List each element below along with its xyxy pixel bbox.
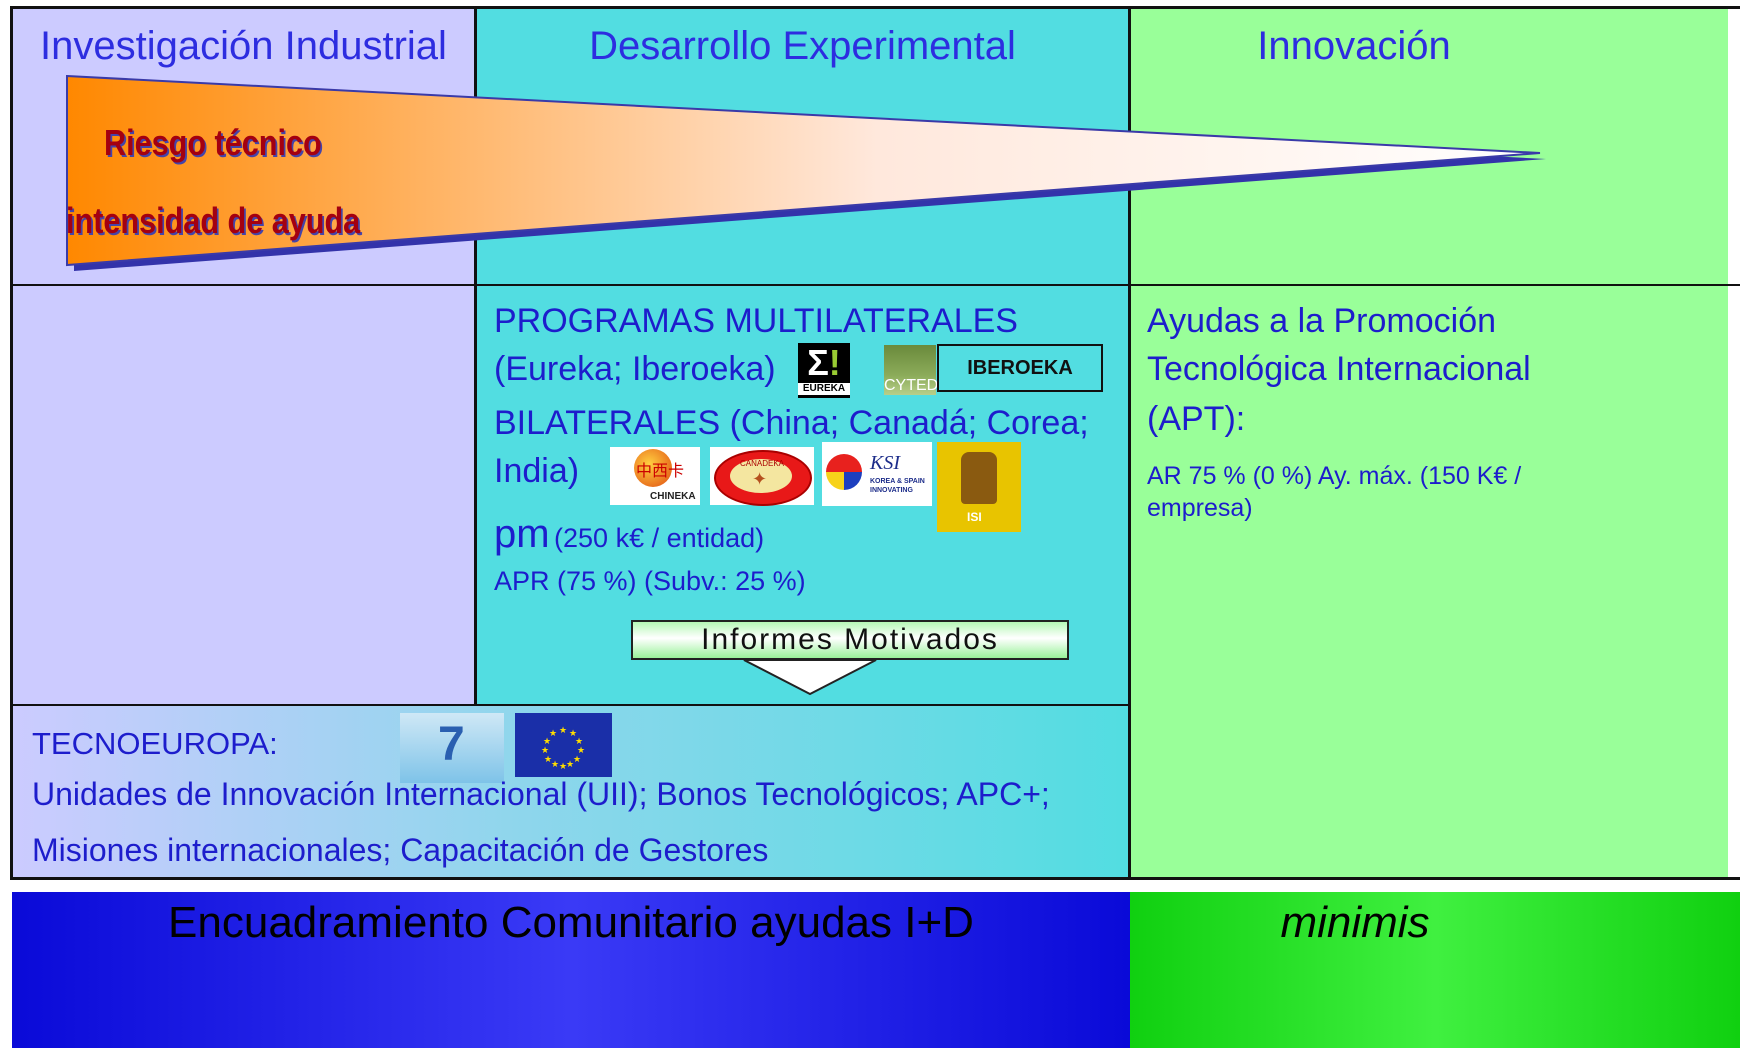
svg-text:★: ★ — [551, 760, 559, 770]
svg-text:★: ★ — [573, 755, 581, 765]
fp7-logo: 7 — [400, 713, 504, 783]
bilateral-line1: BILATERALES (China; Canadá; Corea; — [494, 404, 1089, 442]
iberoeka-logo-text: IBEROEKA — [967, 356, 1073, 379]
banner-encuadramiento: Encuadramiento Comunitario ayudas I+D — [12, 892, 1130, 1048]
header-experimental: Desarrollo Experimental — [589, 24, 1016, 68]
header-innovation: Innovación — [1257, 24, 1451, 68]
fp7-logo-text: 7 — [438, 718, 465, 771]
header-industrial: Investigación Industrial — [40, 24, 447, 68]
ksi-logo-text: KSI — [870, 452, 900, 474]
canadeka-logo-text: CANADEKA — [740, 459, 785, 468]
bilateral-line2: India) — [494, 452, 580, 490]
divider-v1 — [474, 6, 477, 706]
svg-text:★: ★ — [575, 737, 583, 747]
banner-encuadramiento-label: Encuadramiento Comunitario ayudas I+D — [168, 898, 974, 947]
apt-line1: Ayudas a la Promoción — [1147, 302, 1497, 340]
tecnoeuropa-line1: Unidades de Innovación Internacional (UI… — [32, 776, 1050, 812]
pm-label: pm — [494, 512, 550, 556]
iberoeka-logo: IBEROEKA — [937, 344, 1103, 392]
pm-detail: pm (250 k€ / entidad) — [494, 512, 764, 557]
emblem-icon — [961, 452, 997, 504]
risk-label: Riesgo técnico — [104, 122, 322, 163]
apr-text: APR (75 %) (Subv.: 25 %) — [494, 566, 806, 596]
apt-detail: AR 75 % (0 %) Ay. máx. (150 K€ / empresa… — [1147, 462, 1522, 522]
banner-minimis-label: minimis — [1280, 898, 1430, 947]
ksi-logo: KSI KOREA & SPAIN INNOVATING — [822, 442, 932, 506]
svg-text:★: ★ — [544, 755, 552, 765]
ksi-logo-sub1: KOREA & SPAIN — [870, 478, 925, 485]
apt-line2: Tecnológica Internacional — [1147, 350, 1531, 388]
apt-line3: (APT): — [1147, 400, 1246, 438]
svg-text:★: ★ — [543, 737, 551, 747]
multilateral-title: PROGRAMAS MULTILATERALES — [494, 302, 1018, 340]
ksi-logo-sub2: INNOVATING — [870, 487, 913, 494]
divider-v2 — [1128, 6, 1131, 880]
tecnoeuropa-line2: Misiones internacionales; Capacitación d… — [32, 832, 769, 868]
svg-text:★: ★ — [566, 760, 574, 770]
risk-triangle — [66, 74, 1546, 271]
tecnoeuropa-title: TECNOEUROPA: — [32, 726, 278, 761]
svg-text:★: ★ — [577, 746, 585, 756]
aid-intensity-label: intensidad de ayuda — [66, 200, 361, 241]
cyted-logo-text: CYTED — [884, 377, 939, 394]
banner-minimis: minimis — [1130, 892, 1740, 1048]
chineka-logo-cn: 中西卡 — [636, 463, 685, 480]
eureka-logo: Σ! EUREKA — [798, 343, 850, 398]
canadeka-logo: CANADEKA ✦ — [710, 447, 814, 506]
down-arrow-icon — [743, 659, 877, 696]
eu-flag-logo: ★★★ ★★★ ★★★ ★★★ — [515, 713, 612, 777]
svg-text:★: ★ — [549, 729, 557, 739]
divider-h2 — [10, 704, 1130, 706]
chineka-logo: 中西卡 CHINEKA — [610, 447, 700, 505]
pm-amount: (250 k€ / entidad) — [554, 523, 765, 553]
maple-leaf-icon: ✦ — [752, 469, 768, 489]
eureka-logo-text: EUREKA — [798, 383, 850, 395]
chineka-logo-text: CHINEKA — [650, 491, 696, 502]
multilateral-line2: (Eureka; Iberoeka) — [494, 350, 776, 388]
divider-h1 — [10, 284, 1740, 286]
svg-text:★: ★ — [569, 729, 577, 739]
isi-logo: ISI — [937, 442, 1021, 532]
isi-logo-text: ISI — [967, 510, 982, 524]
eu-stars-icon: ★★★ ★★★ ★★★ ★★★ — [541, 726, 585, 772]
outer-border — [10, 6, 1740, 880]
cyted-logo: CYTED — [884, 345, 939, 395]
svg-text:★: ★ — [559, 726, 567, 736]
svg-text:★: ★ — [541, 746, 549, 756]
informes-motivados-label: Informes Motivados — [701, 623, 999, 656]
informes-motivados-box: Informes Motivados — [631, 620, 1069, 660]
svg-text:★: ★ — [559, 762, 567, 772]
